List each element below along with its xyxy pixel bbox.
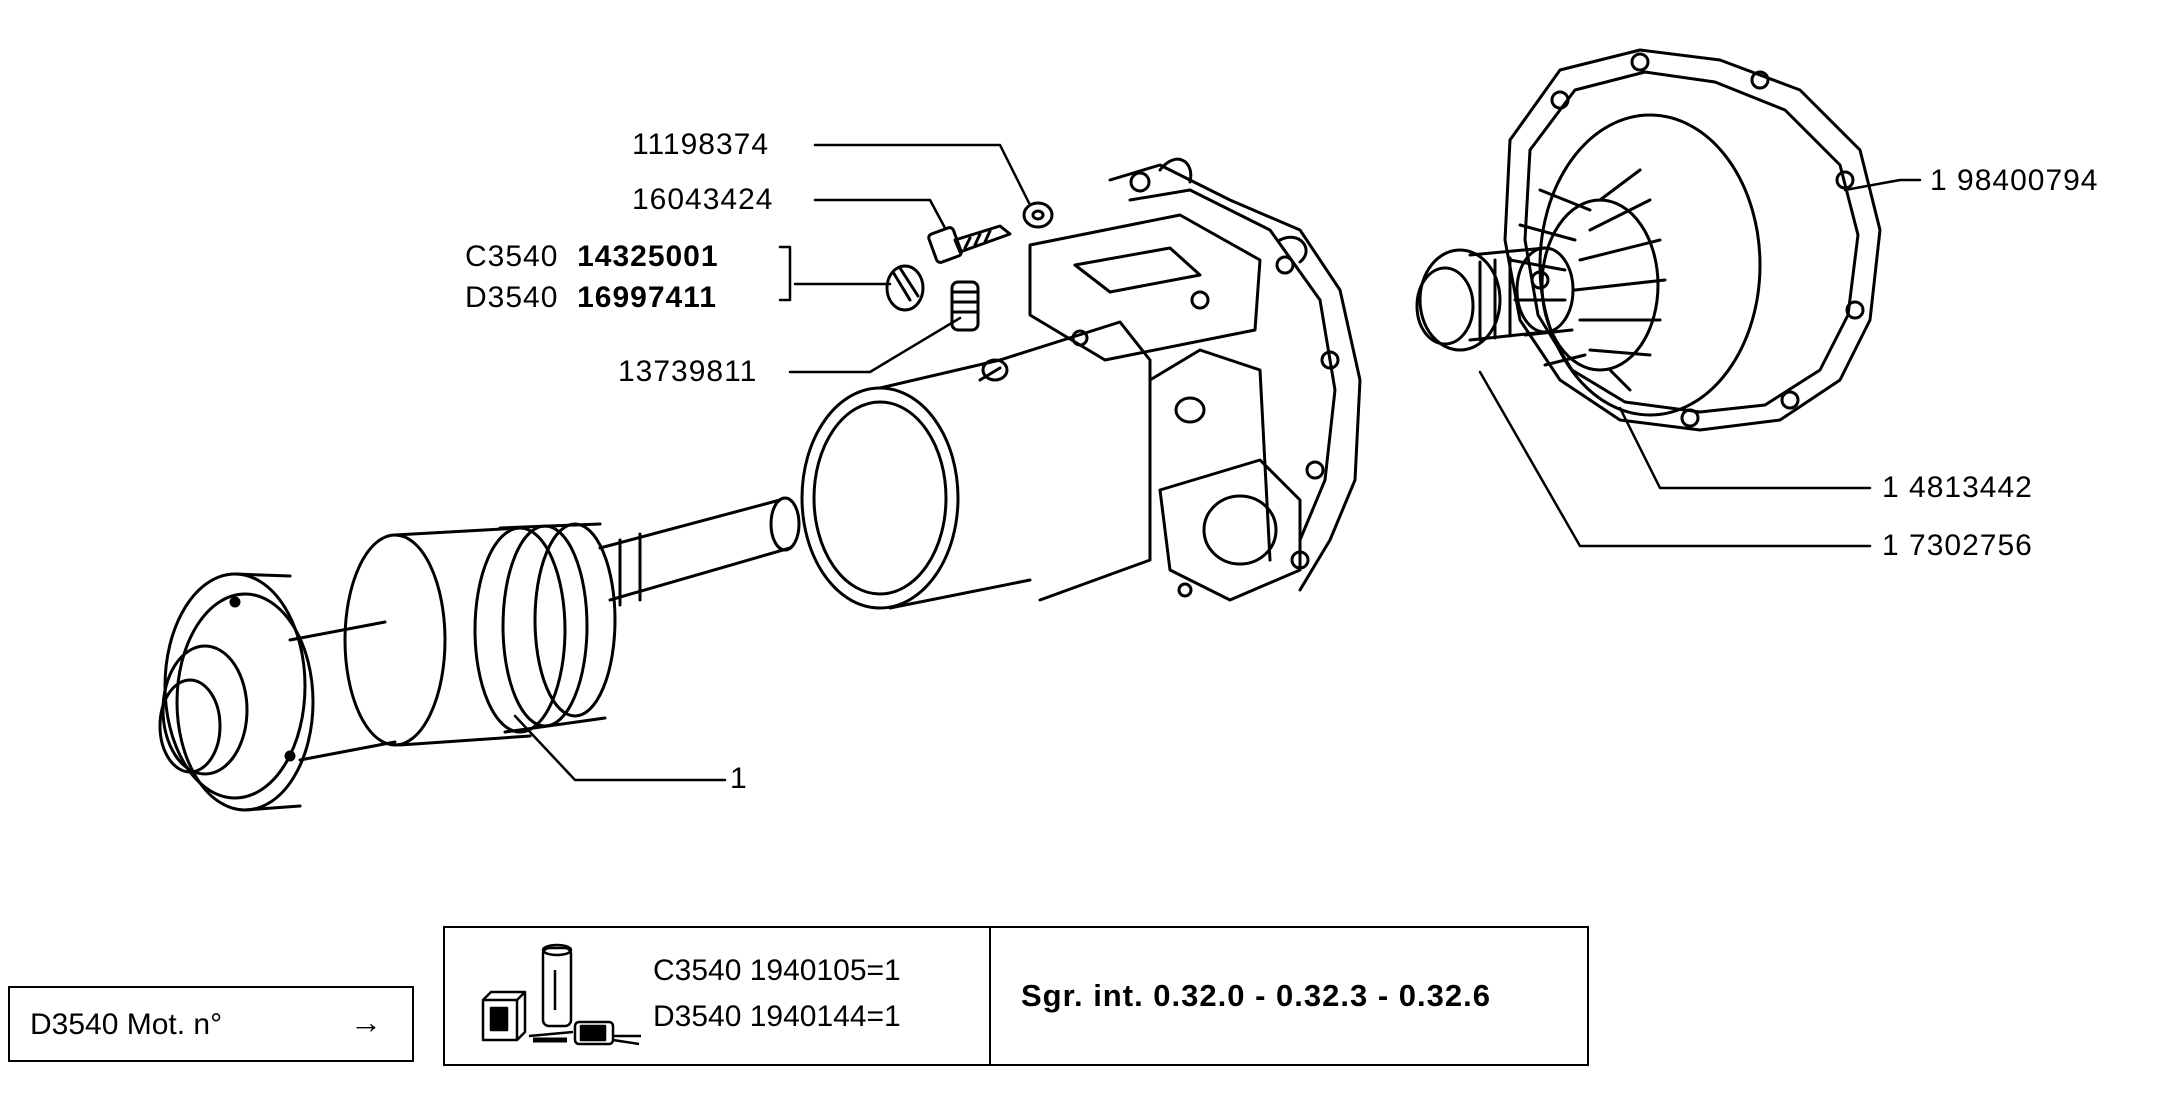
parts-kit-icon [481,943,641,1046]
callout-d3540-prefix: D3540 [465,281,559,314]
callout-c3540-code: 14325001 [577,240,719,273]
kit-code-d3540-prefix: D3540 [653,1000,742,1033]
callout-c3540-prefix: C3540 [465,240,559,273]
kit-code-c3540-value: 1940105=1 [749,954,901,987]
callout-16043424: 16043424 [632,183,774,216]
callout-1-7302756: 1 7302756 [1882,529,2033,562]
kit-code-d3540-value: 1940144=1 [749,1000,901,1033]
callout-13739811: 13739811 [618,355,758,388]
kit-code-c3540: C3540 1940105=1 [653,954,901,988]
fasteners [778,143,1054,374]
motor-number-box: D3540 Mot. n° → [8,986,414,1062]
kit-code-c3540-prefix: C3540 [653,954,742,987]
callout-1-4813442: 1 4813442 [1882,471,2033,504]
callout-1-98400794: 1 98400794 [1930,164,2099,197]
box-divider [989,928,991,1064]
callout-d3540-code: 16997411 [577,281,717,314]
callout-d3540-16997411: D3540 16997411 [465,283,717,313]
group-info: Sgr. int. 0.32.0 - 0.32.3 - 0.32.6 [1021,978,1491,1013]
callout-11198374: 11198374 [632,128,770,161]
callout-1: 1 [730,762,748,795]
shaft-assembly [158,496,801,812]
callout-c3540-14325001: C3540 14325001 [465,242,719,272]
pump-housing [800,157,1362,610]
cover-and-impeller [1415,48,1922,548]
kit-code-d3540: D3540 1940144=1 [653,1000,901,1034]
arrow-right-icon: → [350,1004,382,1040]
motor-label: D3540 Mot. n° [30,1008,223,1041]
kit-info-box: C3540 1940105=1 D3540 1940144=1 Sgr. int… [443,926,1589,1066]
